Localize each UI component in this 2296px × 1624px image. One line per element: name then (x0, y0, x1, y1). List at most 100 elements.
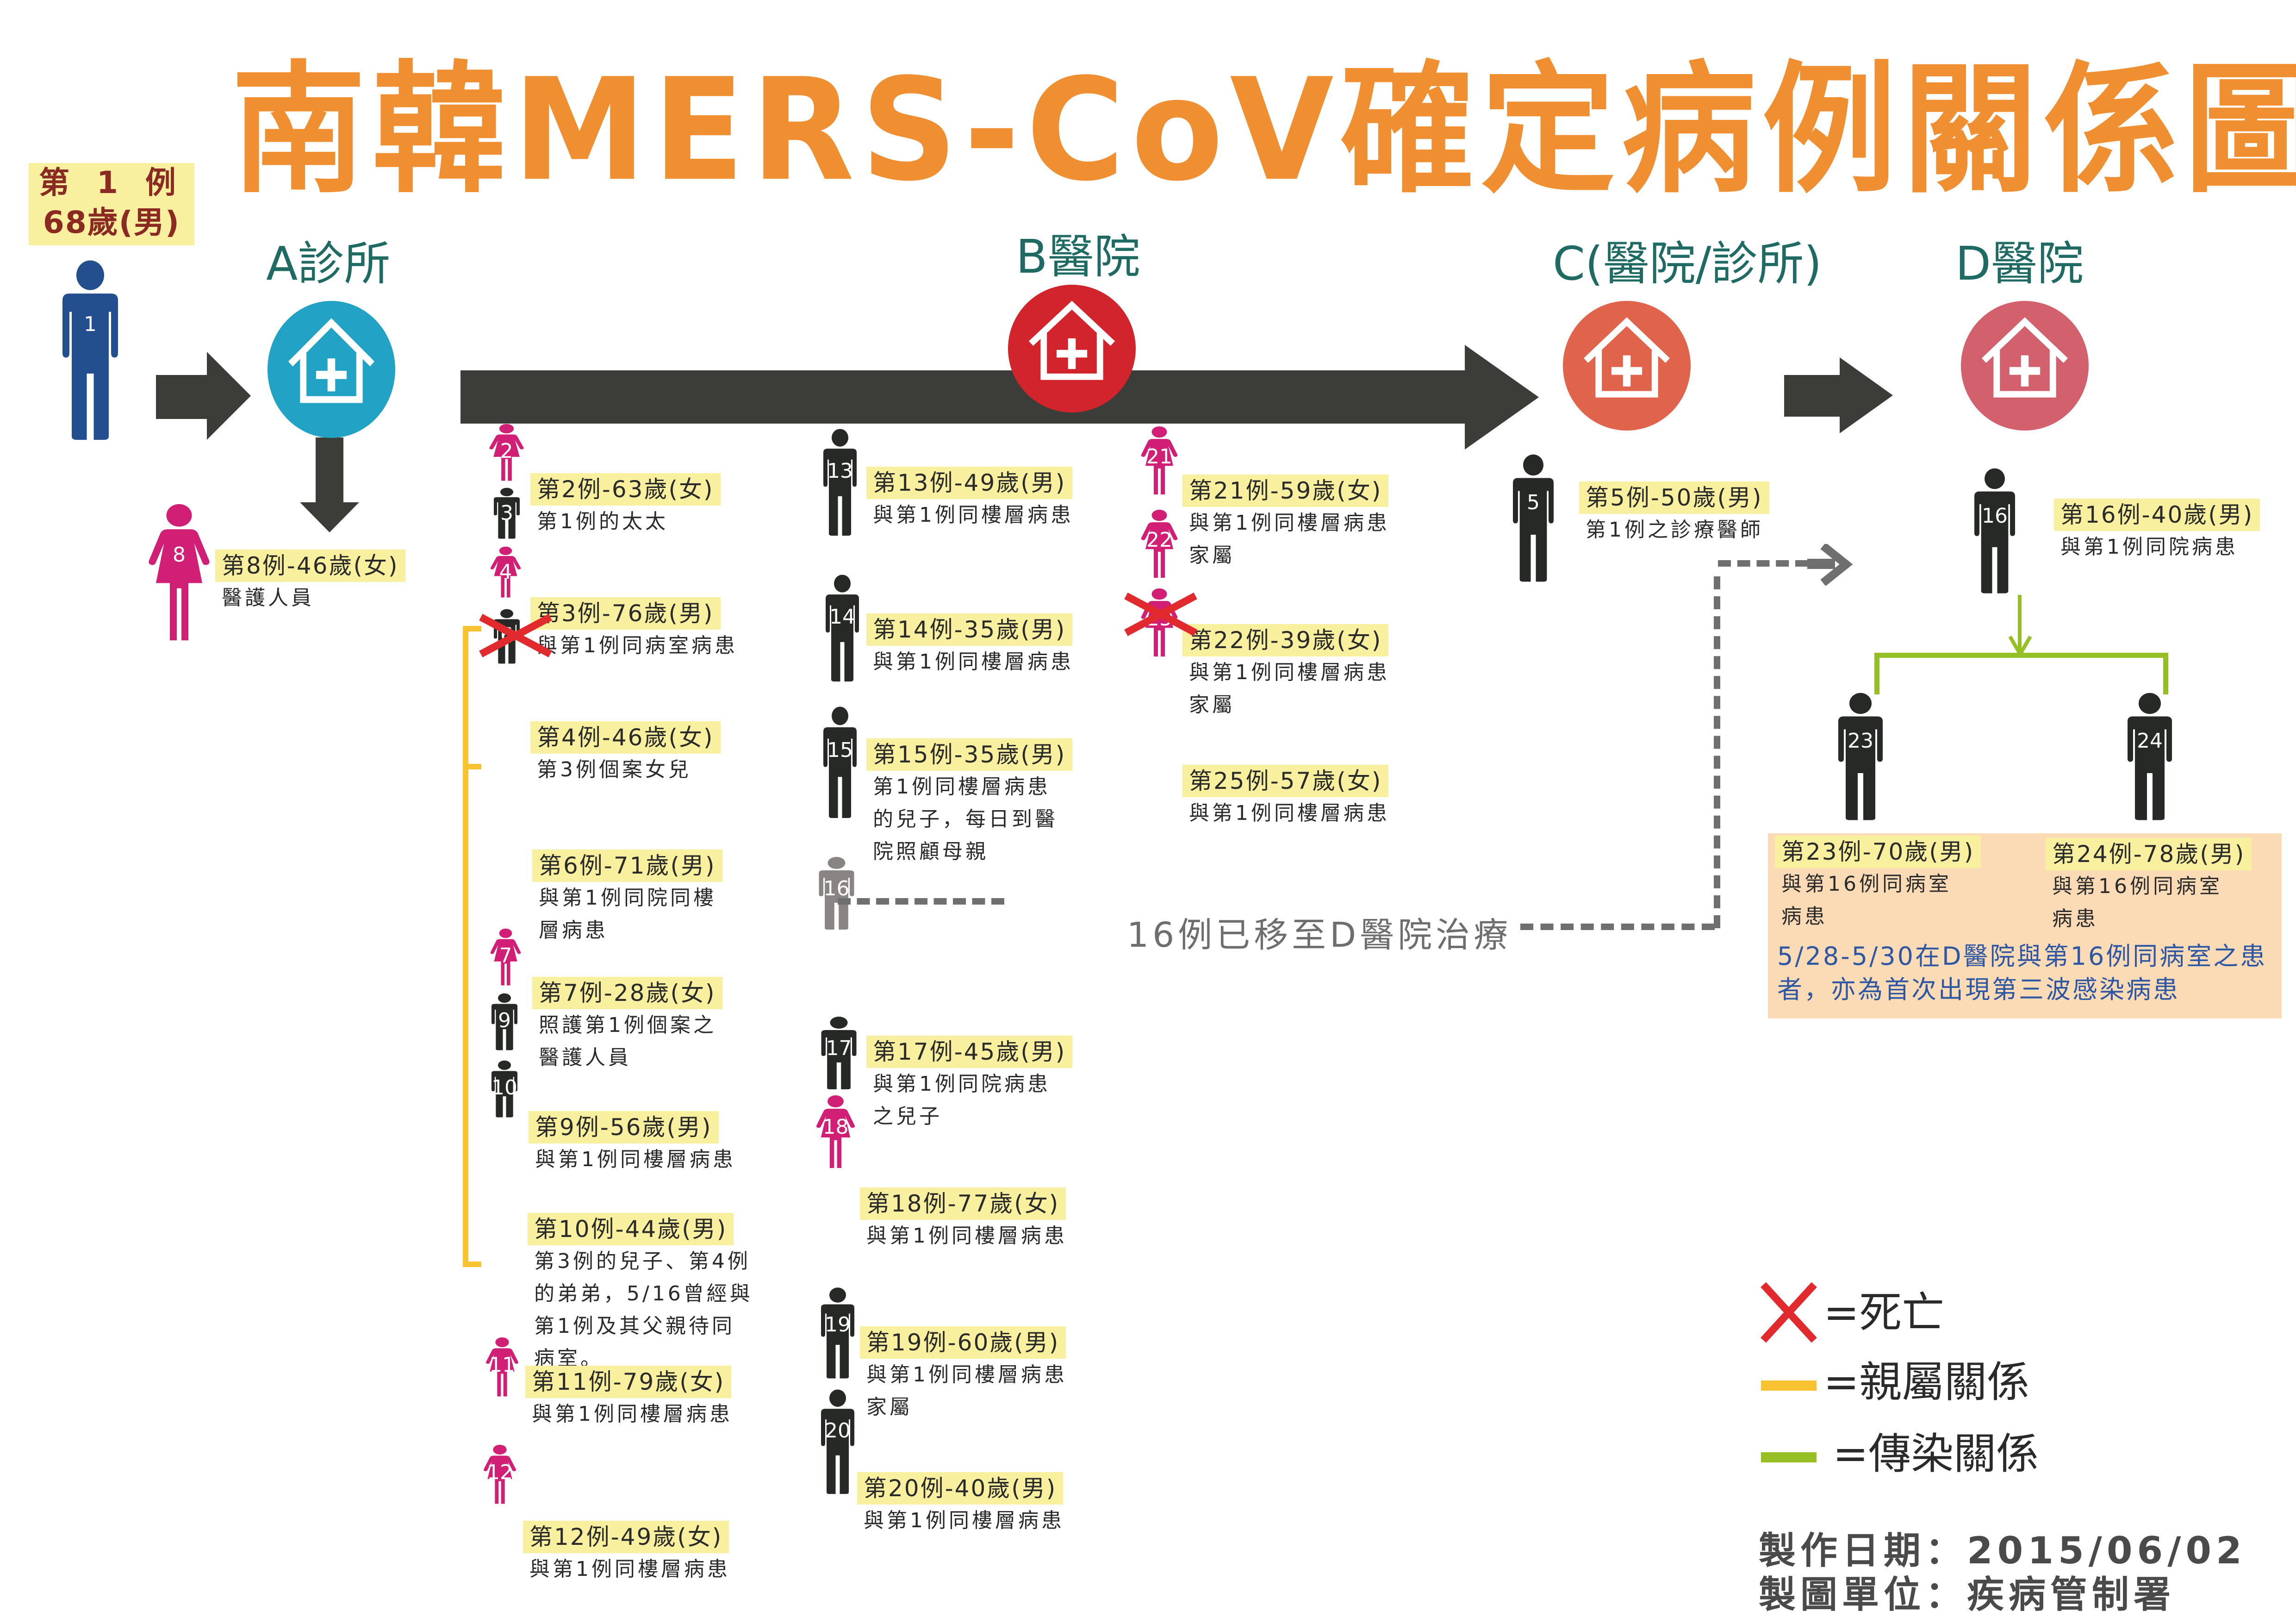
case-description: 家屬 (1189, 693, 1235, 717)
case-number: 18 (822, 1115, 849, 1139)
case-description: 第1例的太太 (537, 510, 668, 533)
case-description: 與第1例同樓層病患 (1189, 661, 1390, 684)
case-number: 16 (1982, 504, 2008, 528)
case-16-label: 第16例-40歲(男) 與第1例同院病患 (2054, 499, 2260, 563)
hospital-house-icon (1981, 317, 2068, 398)
case-title: 第20例-40歲(男) (857, 1472, 1064, 1505)
case-number: 9 (498, 1008, 511, 1032)
case-number: 8 (173, 543, 186, 567)
kinship-line-icon (1761, 1380, 1817, 1391)
case-8-figure: 8 (144, 503, 214, 642)
case-title: 第6例-71歲(男) (532, 849, 722, 882)
case-23-label: 第23例-70歲(男)與第16例同病室病患 (1775, 836, 1981, 933)
case-title: 第9例-56歲(男) (529, 1111, 719, 1143)
case-title: 第14例-35歲(男) (866, 613, 1073, 646)
case-title: 第17例-45歲(男) (866, 1036, 1073, 1068)
facility-a-label: A診所 (266, 237, 391, 291)
case-title: 第10例-44歲(男) (528, 1213, 734, 1245)
case-description: 第3例的兒子、第4例 (534, 1249, 751, 1273)
case-15-figure: 15 (819, 706, 861, 819)
case-16-moved-figure: 16 (815, 856, 859, 931)
case-description: 與第1例同病室病患 (537, 634, 738, 657)
case-number: 23 (1848, 729, 1873, 753)
transmission-line-horizontal (1874, 653, 2168, 658)
case-18-label: 第18例-77歲(女)與第1例同樓層病患 (860, 1187, 1067, 1252)
case-description: 第1例同樓層病患 (873, 775, 1051, 799)
case-description: 與第16例同病室 (1781, 872, 1952, 896)
case-description: 與第1例同樓層病患 (873, 503, 1074, 527)
case-description: 與第1例同樓層病患 (535, 1148, 736, 1171)
case-21-label: 第21例-59歲(女)與第1例同樓層病患家屬 (1182, 475, 1390, 572)
case-23-figure: 23 (1833, 692, 1888, 822)
arrow-case1-to-a-head (207, 352, 251, 440)
page-title: 南韓MERS-CoV確定病例關係圖 (231, 48, 2296, 212)
death-x-icon (1759, 1282, 1819, 1343)
facility-d-label: D醫院 (1955, 237, 2084, 291)
case-17-figure: 17 (817, 1016, 861, 1090)
case-description: 與第1例同院病患 (2060, 535, 2238, 559)
case-title: 第7例-28歲(女) (532, 977, 722, 1009)
index-case-line1: 第 1 例 (39, 165, 184, 200)
case-number: 21 (1146, 445, 1172, 468)
case-title: 第13例-49歲(男) (866, 467, 1073, 499)
case-14-label: 第14例-35歲(男)與第1例同樓層病患 (866, 613, 1074, 678)
death-x-icon (1126, 587, 1193, 607)
case-number: 22 (1146, 528, 1172, 552)
case-title: 第24例-78歲(男) (2046, 838, 2252, 870)
moved-dashed-line-top (1718, 560, 1808, 567)
case-5-figure: 5 (1508, 454, 1559, 583)
case-number: 3 (500, 501, 513, 525)
case-20-figure: 20 (817, 1389, 859, 1495)
case-22-figure: 22 (1139, 509, 1180, 579)
facility-a-icon (268, 301, 395, 438)
case-3-label: 第3例-76歲(男)與第1例同病室病患 (530, 597, 738, 662)
transmission-line-case24 (2163, 653, 2168, 694)
case-19-figure: 19 (817, 1287, 859, 1380)
case-24-label: 第24例-78歲(男)與第16例同病室病患 (2046, 838, 2252, 935)
transmission-line-down (2018, 595, 2022, 655)
case-title: 第15例-35歲(男) (866, 738, 1073, 771)
facility-d-icon (1961, 301, 2089, 431)
case-10-figure: 10 (488, 1060, 521, 1118)
case-description: 與第1例同院病患 (873, 1072, 1051, 1096)
case-description: 第1例之診療醫師 (1586, 518, 1763, 542)
case-6-figure: 6 (491, 609, 523, 664)
case-2-figure: 2 (487, 424, 526, 481)
case-number: 4 (499, 560, 512, 584)
case-description: 家屬 (1189, 543, 1235, 567)
case-17-label: 第17例-45歲(男) 與第1例同院病患之兒子 (866, 1036, 1073, 1133)
legend-death-label: =死亡 (1823, 1288, 1945, 1337)
case-description: 與第1例同樓層病患 (866, 1224, 1067, 1248)
case-number: 13 (827, 459, 853, 483)
case-number: 2 (500, 439, 513, 463)
case-description: 第1例及其父親待同 (534, 1314, 735, 1338)
case-9-label: 第9例-56歲(男) 與第1例同樓層病患 (529, 1111, 736, 1176)
index-case-line2: 68歲(男) (43, 205, 180, 240)
footer-org: 製圖單位：疾病管制署 (1759, 1573, 2175, 1616)
facility-b-icon (1008, 285, 1136, 412)
case-number: 12 (487, 1461, 513, 1484)
transmission-line-icon (1761, 1452, 1817, 1462)
case-description: 與第1例同樓層病患 (532, 1402, 733, 1426)
case-title: 第16例-40歲(男) (2054, 499, 2260, 531)
hospital-house-icon (288, 318, 375, 403)
kinship-line-case3 (463, 626, 481, 631)
case-12-figure: 12 (481, 1444, 518, 1505)
case-description: 之兒子 (873, 1105, 942, 1128)
case-1-figure: 1 (56, 259, 125, 442)
case-title: 第23例-70歲(男) (1775, 836, 1981, 868)
case-description: 家屬 (866, 1395, 913, 1419)
arrow-a-to-c-shaft (460, 370, 1465, 424)
case-19-label: 第19例-60歲(男)與第1例同樓層病患家屬 (860, 1326, 1067, 1424)
case-number: 16 (823, 877, 850, 900)
case-title: 第11例-79歲(女) (525, 1366, 732, 1398)
facility-c-icon (1563, 301, 1691, 431)
case-description: 的兒子，每日到醫 (873, 807, 1058, 831)
case-20-label: 第20例-40歲(男) 與第1例同樓層病患 (857, 1472, 1064, 1537)
case-8-label: 第8例-46歲(女)醫護人員 (215, 550, 405, 614)
kinship-line-vertical (463, 626, 468, 1267)
case-16-moved-note: 16例已移至D醫院治療 (1127, 915, 1512, 955)
case-description: 與第1例同樓層病患 (864, 1509, 1064, 1532)
case-description: 第3例個案女兒 (537, 758, 691, 781)
hospital-house-icon (1583, 317, 1670, 398)
